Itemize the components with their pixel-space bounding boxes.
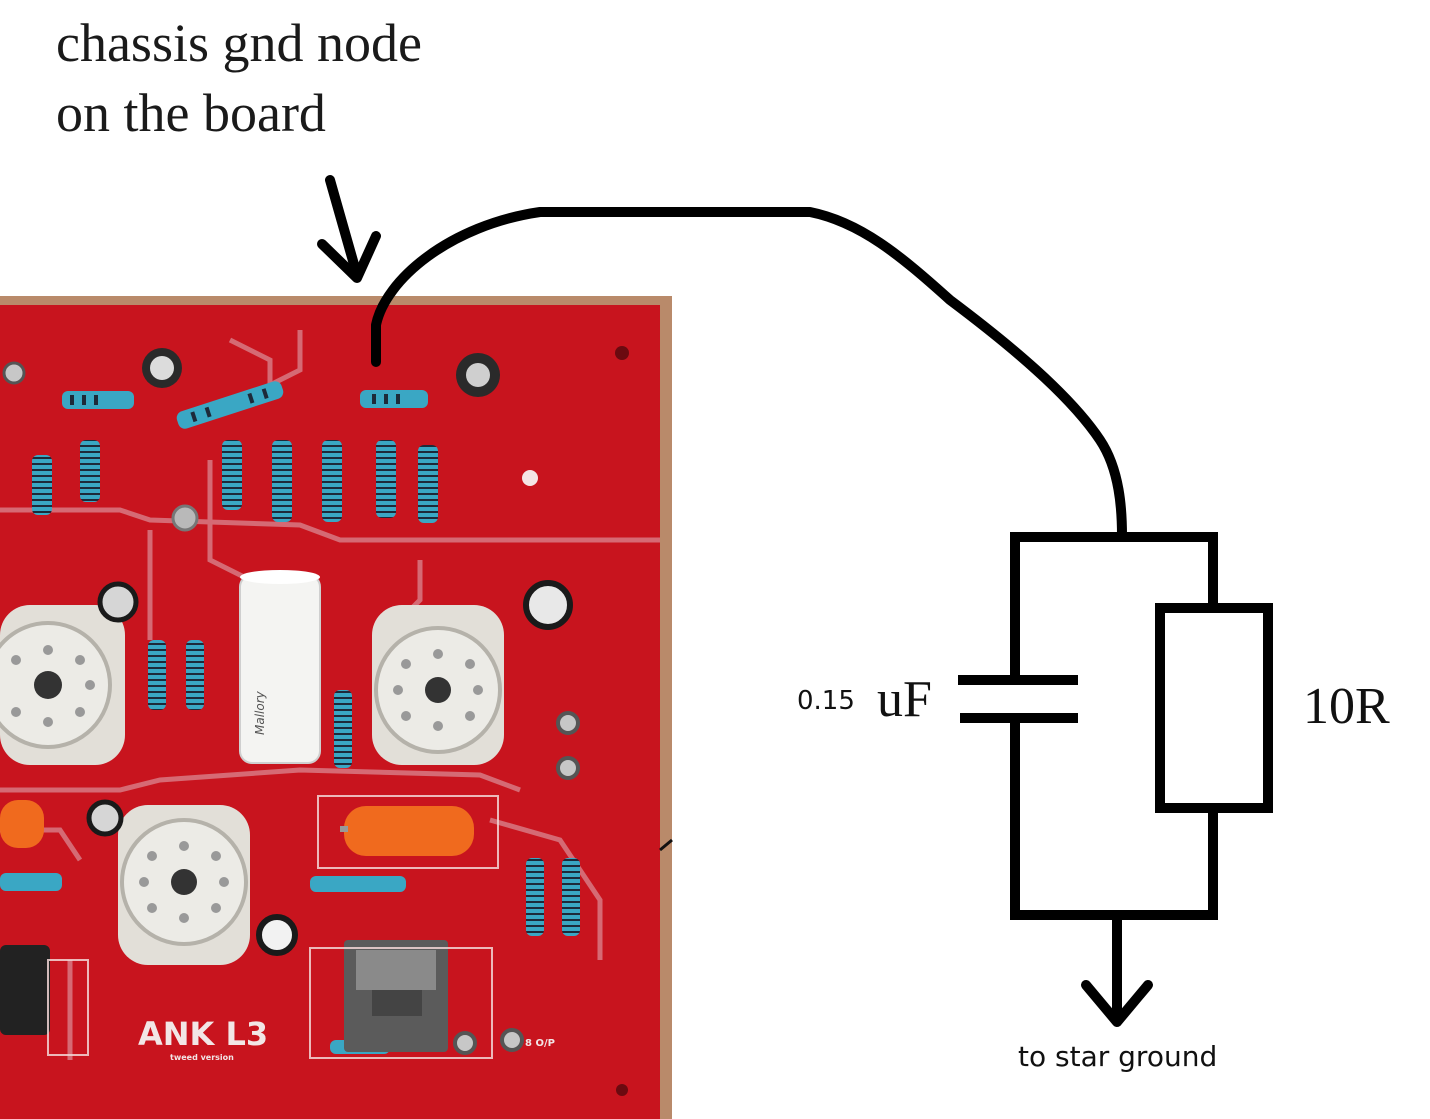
resistors-vertical — [32, 440, 580, 936]
annotation-label: chassis gnd node on the board — [56, 8, 422, 148]
black-components — [0, 940, 448, 1052]
capacitor-value: 0.15 — [797, 686, 855, 716]
rca-jacks — [142, 348, 500, 397]
ground-arrow — [1081, 910, 1153, 1027]
board-name: ANK L3 — [138, 1015, 268, 1053]
white-film-capacitor: Mallory — [239, 570, 321, 764]
rc-network — [1010, 532, 1218, 920]
svg-text:Mallory: Mallory — [253, 690, 267, 735]
board-subtitle: tweed version — [170, 1053, 234, 1062]
annotation-line-2: on the board — [56, 83, 326, 143]
pcb-pads — [2, 346, 629, 1096]
orange-caps — [0, 800, 474, 856]
resistor-value: 10R — [1303, 678, 1390, 735]
capacitor-symbol — [958, 665, 1078, 735]
ground-wire — [371, 207, 1127, 541]
tube-socket-right — [372, 605, 504, 765]
resistor-symbol — [1155, 603, 1273, 813]
silkscreen-outlines — [47, 795, 499, 1059]
capacitor-unit: uF — [877, 671, 932, 728]
edge-wire — [659, 838, 673, 852]
output-badge: 8 O/P — [525, 1038, 555, 1049]
tube-socket-bottom — [118, 805, 250, 965]
pointer-arrow — [317, 175, 381, 283]
electrolytic-caps — [86, 580, 573, 956]
annotation-line-1: chassis gnd node — [56, 13, 422, 73]
tube-socket-left — [0, 605, 125, 765]
ground-label: to star ground — [1018, 1040, 1218, 1073]
tube-sockets — [0, 605, 504, 965]
